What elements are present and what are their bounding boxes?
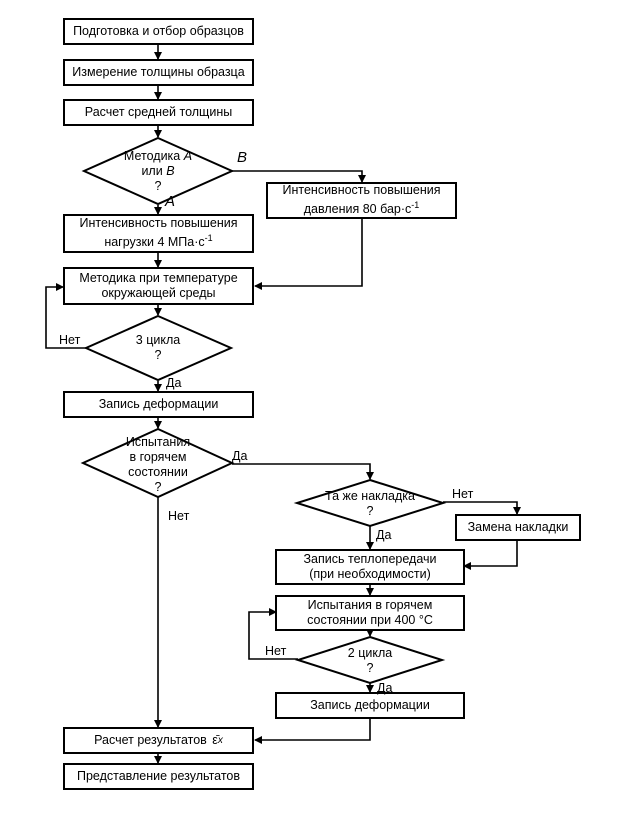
arrow-cycles3-no-loop xyxy=(45,283,86,349)
decision-method-line1: Методика А xyxy=(123,148,193,163)
edge-label-no-hot: Нет xyxy=(168,509,190,523)
edge-label-yes-2cycles: Да xyxy=(377,681,393,695)
arrow-cycles2-no-loop xyxy=(248,608,298,660)
step-rate-press: Интенсивность повышения давления 80 бар·… xyxy=(266,182,457,219)
edge-label-no-same-pad: Нет xyxy=(452,487,474,501)
decision-same-pad: Та же накладка ? xyxy=(325,489,415,518)
decision-hot: Испытания в горячем состоянии ? xyxy=(125,435,191,494)
arrow-record2-to-calc xyxy=(254,718,371,744)
rate-press-exponent: -1 xyxy=(411,200,420,211)
rate-load-line1: Интенсивность повышения xyxy=(79,216,238,231)
step-measure: Измерение толщины образца xyxy=(63,59,254,86)
step-avg: Расчет средней толщины xyxy=(63,99,254,126)
decision-3cycles-shape xyxy=(83,314,234,382)
rate-load-exponent: -1 xyxy=(204,233,213,244)
arrow-same-pad-no-to-replace xyxy=(443,501,521,515)
step-prep: Подготовка и отбор образцов xyxy=(63,18,254,45)
rate-load-line2: нагрузки 4 МПа·с-1 xyxy=(104,233,213,250)
step-rate-load: Интенсивность повышения нагрузки 4 МПа·с… xyxy=(63,214,254,253)
edge-label-a: А xyxy=(165,193,176,210)
step-hot-400: Испытания в горячем состоянии при 400 °С xyxy=(275,595,465,631)
decision-method-mark: ? xyxy=(154,178,162,193)
decision-2cycles: 2 цикла ? xyxy=(347,646,393,675)
arrow-method-b-to-rate-press xyxy=(231,170,366,183)
calc-symbol: ε̄ xyxy=(212,733,218,747)
step-heat-transfer: Запись теплопередачи (при необходимости) xyxy=(275,549,465,585)
edge-label-yes-same-pad: Да xyxy=(376,528,392,542)
arrow-replace-to-heat xyxy=(463,540,518,570)
arrow-hot-yes-to-same-pad xyxy=(232,463,374,480)
edge-label-no-2cycles: Нет xyxy=(265,644,287,658)
decision-3cycles: 3 цикла ? xyxy=(135,333,181,362)
rate-press-line2: давления 80 бар·с-1 xyxy=(303,200,420,217)
decision-method: Методика А или В ? xyxy=(98,147,218,195)
edge-label-yes-hot: Да xyxy=(232,449,248,463)
step-ambient: Методика при температуре окружающей сред… xyxy=(63,267,254,305)
decision-same-pad-shape xyxy=(293,478,447,528)
edge-label-yes-3cycles: Да xyxy=(166,376,182,390)
arrow-rate-press-to-ambient xyxy=(254,218,363,290)
edge-label-no-3cycles: Нет xyxy=(59,333,81,347)
step-replace-pad: Замена накладки xyxy=(455,514,581,541)
decision-2cycles-shape xyxy=(294,635,446,685)
step-record-deformation: Запись деформации xyxy=(63,391,254,418)
calc-subscript: x xyxy=(217,735,223,746)
decision-method-line2: или В xyxy=(141,163,175,178)
step-present-results: Представление результатов xyxy=(63,763,254,790)
decision-hot-shape xyxy=(80,427,235,499)
decision-method-shape xyxy=(81,136,235,206)
edge-label-b: В xyxy=(237,149,248,166)
calc-prefix: Расчет результатов xyxy=(94,733,211,747)
step-record-deformation-2: Запись деформации xyxy=(275,692,465,719)
rate-press-line1: Интенсивность повышения xyxy=(282,183,441,198)
step-calc-results: Расчет результатов ε̄x xyxy=(63,727,254,754)
